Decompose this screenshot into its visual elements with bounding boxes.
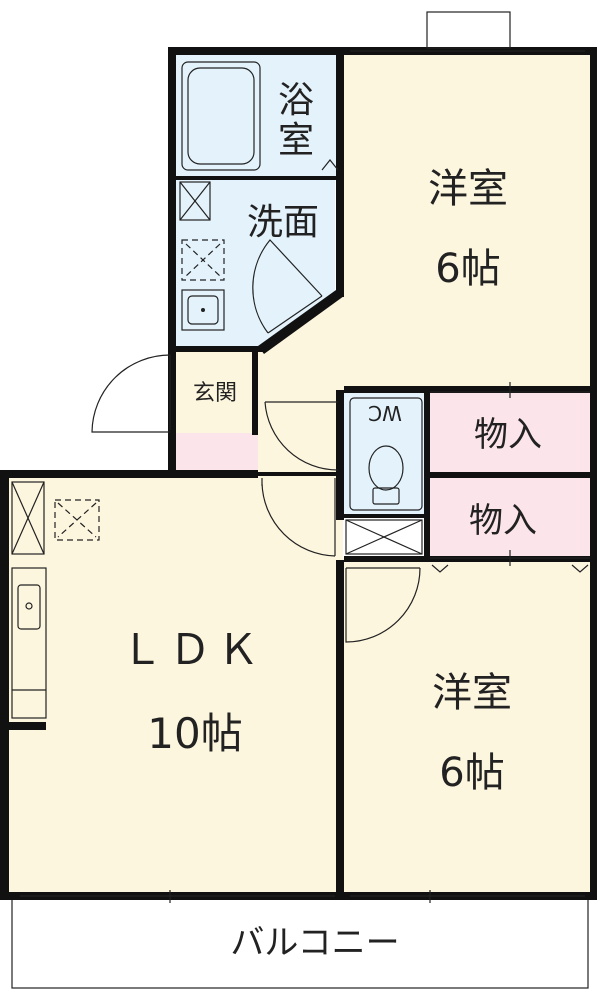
- ldk-label: ＬＤＫ: [121, 625, 265, 674]
- toilet-area[interactable]: [343, 390, 428, 515]
- bath-label-2: 室: [278, 120, 314, 161]
- bedroom-north-area[interactable]: [343, 55, 593, 390]
- wash-basin-icon: [181, 289, 225, 331]
- bath-area[interactable]: [175, 55, 343, 178]
- washroom-door-icon[interactable]: [252, 239, 323, 334]
- range-hood-icon: [54, 499, 100, 541]
- bedroom-north-label: 洋室: [428, 166, 508, 212]
- kitchen-counter-icon: [11, 567, 47, 719]
- bedroom-south-door-icon[interactable]: [345, 567, 421, 643]
- bathtub-icon: [181, 61, 339, 171]
- closet-lower-label: 物入: [469, 501, 537, 541]
- hallway-door-icon[interactable]: [264, 401, 339, 471]
- window-marks: [20, 50, 585, 903]
- entrance-area[interactable]: [175, 350, 258, 433]
- washroom-label: 洗面: [247, 202, 319, 243]
- pipe-shaft-icon: [345, 519, 423, 555]
- toilet-icon: [349, 397, 423, 511]
- ldk-area[interactable]: [8, 475, 343, 895]
- washing-machine-space-icon: [181, 239, 225, 281]
- toilet-label: WC: [368, 401, 402, 425]
- bedroom-south-area[interactable]: [343, 558, 593, 895]
- refrigerator-space-icon: [11, 481, 45, 555]
- entrance-door-icon[interactable]: [91, 354, 171, 433]
- ventilation-box-icon: [179, 181, 211, 221]
- ldk-size: 10帖: [147, 709, 242, 758]
- bedroom-north-size: 6帖: [435, 246, 500, 292]
- closet-lower-area[interactable]: [428, 478, 593, 558]
- bay-window: [426, 11, 511, 49]
- closet-upper-area[interactable]: [428, 390, 593, 472]
- entrance-step-area: [175, 433, 258, 475]
- closet-upper-label: 物入: [474, 415, 542, 455]
- balcony-label: バルコニー: [230, 923, 399, 963]
- closet-marks: [430, 382, 590, 573]
- entrance-label: 玄関: [193, 381, 237, 406]
- bath-label: 浴: [278, 80, 314, 121]
- ldk-door-icon[interactable]: [261, 478, 336, 557]
- bedroom-south-label: 洋室: [432, 670, 512, 716]
- bedroom-south-size: 6帖: [439, 750, 504, 796]
